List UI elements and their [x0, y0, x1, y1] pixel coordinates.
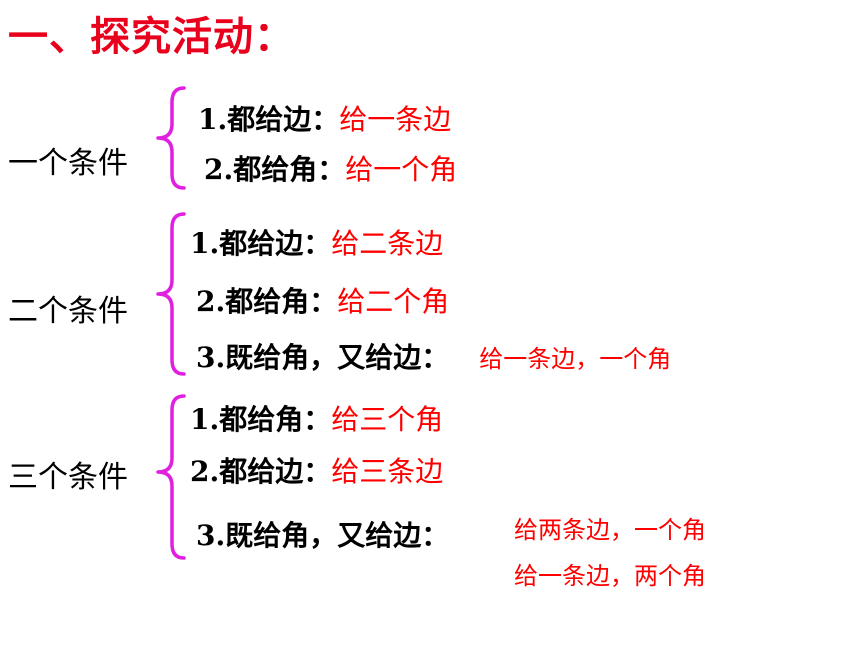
answer-text: 给二条边 — [331, 227, 444, 260]
group-one-item-1: 1.都给边：给一条边 — [198, 98, 451, 138]
condition-text: 3.既给角，又给边： — [196, 341, 450, 374]
group-three-item-2: 2.都给边：给三条边 — [190, 450, 443, 490]
answer-text-1: 给两条边，一个角 — [514, 516, 706, 544]
condition-text: 3.既给角，又给边： — [196, 519, 450, 552]
answer-text: 给三条边 — [331, 455, 444, 488]
group-two-item-1: 1.都给边：给二条边 — [190, 222, 443, 262]
group-label-one-condition: 一个条件 — [8, 146, 128, 181]
condition-text: 2.都给角： — [204, 153, 346, 186]
condition-text: 1.都给边： — [190, 227, 332, 260]
group-three-brace — [156, 394, 186, 560]
group-label-two-conditions: 二个条件 — [8, 294, 128, 329]
condition-text: 1.都给角： — [190, 403, 332, 436]
answer-text: 给一条边，一个角 — [479, 345, 672, 373]
group-two-item-2: 2.都给角：给二个角 — [196, 280, 449, 320]
page-title: 一、探究活动： — [8, 13, 295, 60]
group-one-item-2: 2.都给角：给一个角 — [204, 148, 457, 188]
group-two-brace — [156, 212, 186, 376]
condition-text: 2.都给角： — [196, 285, 338, 318]
condition-text: 2.都给边： — [190, 455, 332, 488]
answer-text: 给二个角 — [337, 285, 450, 318]
group-three-item-3: 3.既给角，又给边： — [196, 514, 449, 554]
answer-text: 给一条边 — [339, 103, 452, 136]
answer-text-2: 给一条边，两个角 — [514, 562, 706, 590]
answer-text: 给一个角 — [345, 153, 458, 186]
group-label-three-conditions: 三个条件 — [8, 460, 128, 495]
group-three-item-1: 1.都给角：给三个角 — [190, 398, 443, 438]
group-two-item-3: 3.既给角，又给边： 给一条边，一个角 — [196, 336, 671, 376]
answer-text: 给三个角 — [331, 403, 444, 436]
condition-text: 1.都给边： — [198, 103, 340, 136]
group-one-brace — [156, 86, 186, 190]
